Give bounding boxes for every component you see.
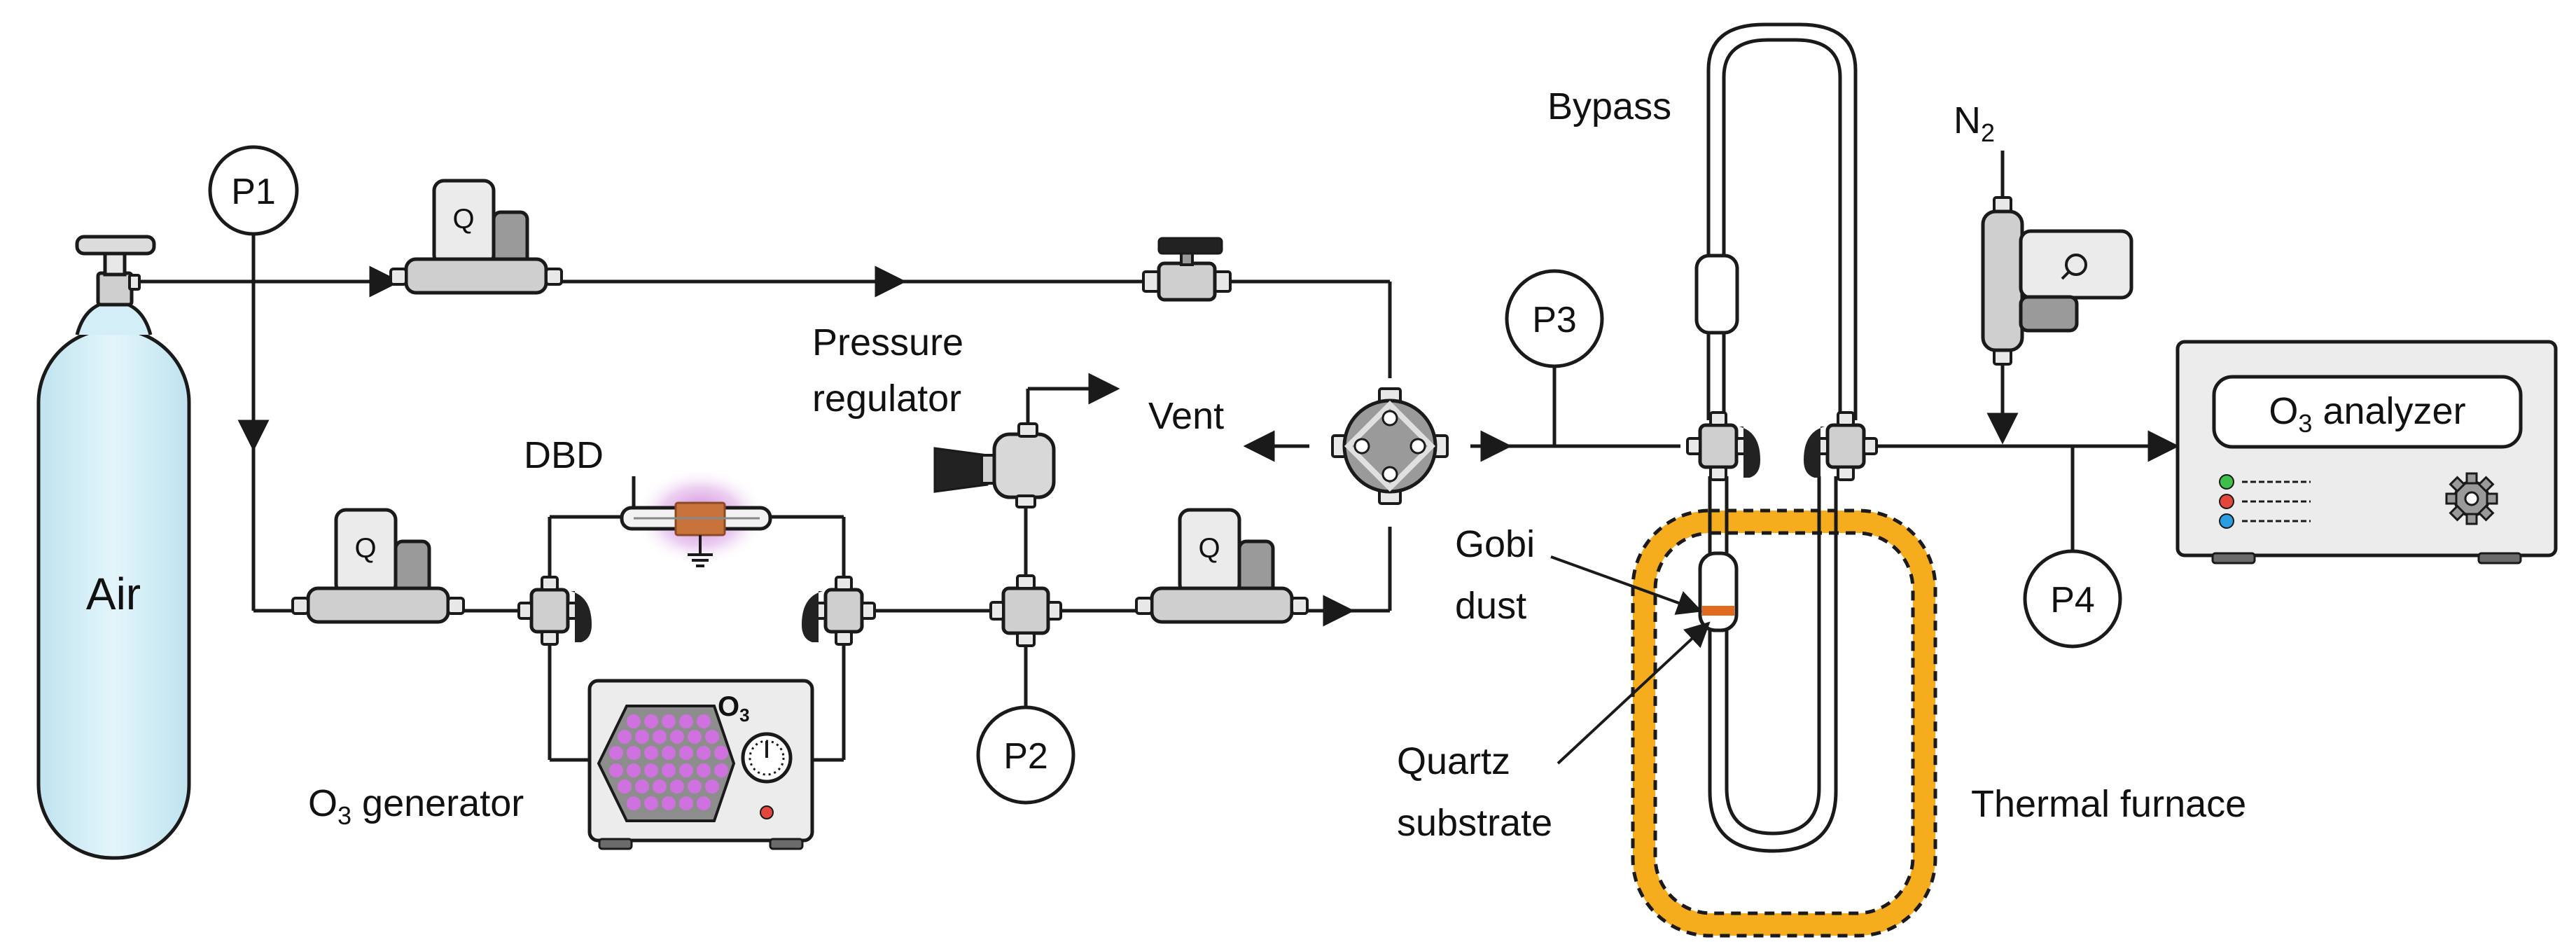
gauge-p3: P3 bbox=[1505, 269, 1604, 368]
reactor-outlet-valve bbox=[1804, 413, 1877, 480]
ball-valve bbox=[1142, 237, 1232, 302]
mfc-bottom-left: Q bbox=[293, 510, 464, 622]
cross-fitting bbox=[991, 576, 1061, 646]
mfc-bottom-left-label: Q bbox=[354, 533, 376, 564]
mfc-top: Q bbox=[391, 181, 562, 293]
gauge-p2: P2 bbox=[976, 705, 1075, 805]
analyzer-led-green bbox=[2219, 474, 2234, 490]
o3-indicator-led bbox=[760, 805, 774, 819]
quartz-substrate-label-2: substrate bbox=[1397, 802, 1552, 844]
sample-holder bbox=[1698, 551, 1739, 632]
thermal-furnace: Thermal furnace bbox=[1631, 508, 2246, 938]
piping bbox=[137, 151, 2180, 762]
valve-right bbox=[802, 577, 875, 644]
pressure-regulator: Pressure regulator bbox=[812, 321, 1056, 508]
analyzer-led-blue bbox=[2219, 513, 2234, 529]
n2-flow-icon bbox=[2061, 254, 2087, 280]
reactor-inlet-valve bbox=[1687, 413, 1760, 480]
gauge-p4: P4 bbox=[2023, 549, 2122, 649]
quartz-substrate-label-1: Quartz bbox=[1397, 740, 1510, 782]
mfc-bottom-right-label: Q bbox=[1198, 533, 1220, 564]
gobi-dust-label-1: Gobi bbox=[1455, 523, 1535, 565]
o3-panel-label: O3 bbox=[718, 691, 750, 726]
dial-icon bbox=[741, 732, 793, 784]
gauge-p3-label: P3 bbox=[1532, 300, 1577, 340]
o3-generator: O3 O3 generator bbox=[308, 679, 814, 850]
gauge-p1-label: P1 bbox=[231, 172, 276, 212]
gauge-p4-label: P4 bbox=[2050, 580, 2095, 621]
dbd-label: DBD bbox=[524, 434, 604, 476]
n2-label: N2 bbox=[1954, 99, 1995, 147]
analyzer-led-red bbox=[2219, 494, 2234, 509]
air-cylinder: Air bbox=[36, 235, 191, 860]
air-label: Air bbox=[86, 569, 141, 619]
four-way-valve bbox=[1331, 387, 1449, 505]
valve-left bbox=[519, 577, 592, 644]
pressure-regulator-label-2: regulator bbox=[812, 378, 961, 420]
thermal-furnace-label: Thermal furnace bbox=[1971, 783, 2246, 825]
u-tube-reactor bbox=[1694, 22, 1858, 853]
mfc-top-label: Q bbox=[452, 204, 474, 235]
n2-mfc: N2 bbox=[1954, 99, 2133, 366]
gauge-p1: P1 bbox=[208, 145, 299, 236]
annotation-arrows bbox=[1550, 555, 1711, 765]
o3-analyzer: O3 analyzer bbox=[2175, 340, 2558, 564]
vent-label: Vent bbox=[1148, 395, 1224, 437]
o3-analyzer-label: O3 analyzer bbox=[2269, 390, 2465, 438]
mfc-bottom-right: Q bbox=[1136, 510, 1307, 622]
gobi-dust-label-2: dust bbox=[1455, 585, 1526, 627]
o3-cell-array bbox=[609, 714, 728, 810]
gauge-p2-label: P2 bbox=[1003, 736, 1048, 777]
pressure-regulator-label-1: Pressure bbox=[812, 321, 963, 363]
o3-generator-label: O3 generator bbox=[308, 782, 524, 830]
gear-icon bbox=[2445, 472, 2498, 525]
bypass-label: Bypass bbox=[1547, 85, 1671, 127]
dbd-reactor: DBD bbox=[524, 434, 772, 567]
